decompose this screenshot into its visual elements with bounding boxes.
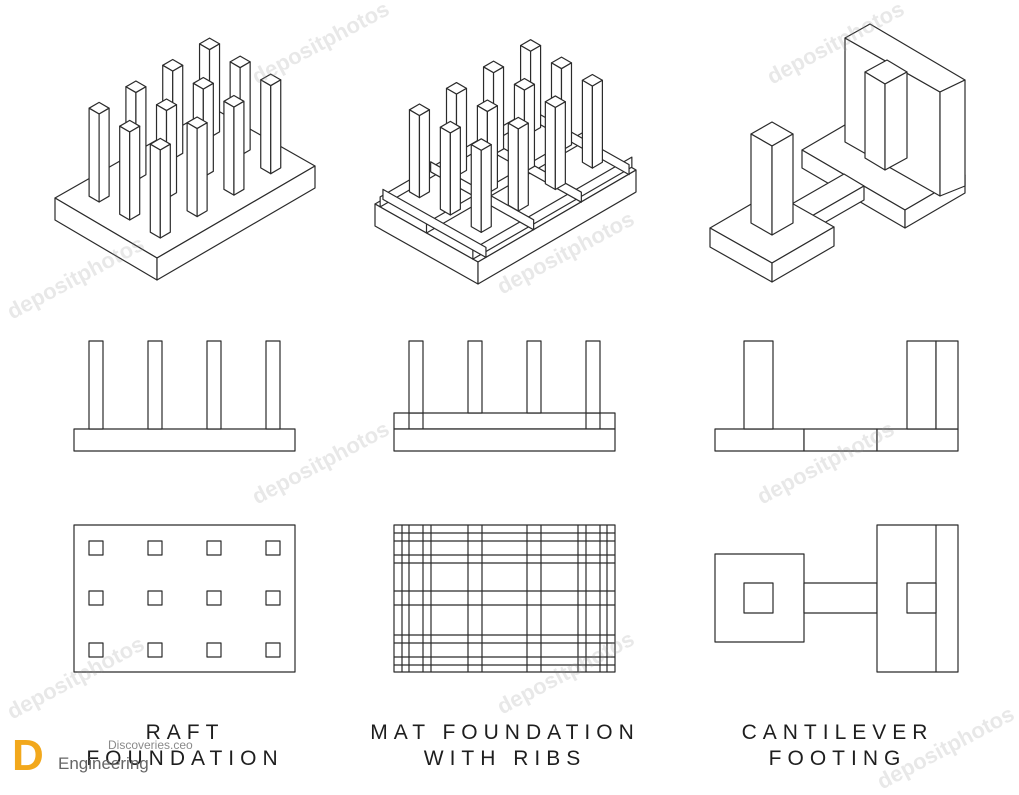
column-right: [554, 101, 566, 191]
raft-plan: [73, 524, 296, 673]
column-left: [581, 79, 593, 169]
column-square: [265, 540, 281, 556]
column-left: [260, 79, 272, 175]
logo-d-icon: D: [12, 731, 44, 780]
caption-cantilever-line2: FOOTING: [768, 747, 907, 770]
column-left: [186, 122, 198, 218]
caption-cantilever-line1: CANTILEVER: [741, 721, 934, 744]
column-square: [147, 642, 163, 658]
column-square: [206, 642, 222, 658]
column-left: [88, 107, 100, 203]
caption-cantilever: CANTILEVER FOOTING: [715, 720, 960, 772]
column-right: [98, 107, 110, 203]
column-left: [470, 144, 482, 233]
column-square: [206, 590, 222, 606]
column-left: [119, 125, 131, 221]
rib-beam: [382, 188, 487, 258]
caption-raft-line2: FOUNDATION: [86, 747, 284, 770]
column-square: [147, 540, 163, 556]
logo-small-text: Discoveries.ceo: [108, 738, 193, 752]
caption-mat: MAT FOUNDATION WITH RIBS: [350, 720, 660, 772]
caption-mat-line1: MAT FOUNDATION: [370, 721, 640, 744]
column-right: [159, 143, 171, 239]
column-right: [270, 79, 282, 175]
cantilever-elevation: [714, 340, 959, 452]
column-left: [439, 126, 451, 216]
engineering-discoveries-logo: D Discoveries.ceo Engineering: [6, 734, 236, 782]
column-right: [449, 126, 461, 216]
column-square: [147, 590, 163, 606]
column-right: [517, 122, 529, 212]
raft-isometric: [54, 37, 316, 281]
mat-elevation: [393, 340, 616, 452]
column-left: [507, 122, 519, 212]
caption-raft: RAFT FOUNDATION: [60, 720, 310, 772]
column-left: [223, 100, 235, 196]
caption-raft-line1: RAFT: [145, 721, 225, 744]
mat-plan: [393, 524, 616, 673]
rib-beam: [472, 156, 633, 260]
column-right: [480, 144, 492, 233]
column-right: [196, 122, 208, 218]
cantilever-plan: [714, 524, 959, 673]
mat-isometric: [374, 39, 637, 285]
cantilever-isometric: [709, 23, 966, 283]
column-square: [88, 540, 104, 556]
column-square: [265, 642, 281, 658]
logo-big-text: Engineering: [58, 754, 149, 773]
column-left: [408, 109, 421, 199]
column-right: [418, 109, 431, 199]
column-left: [544, 101, 556, 191]
column-square: [206, 540, 222, 556]
column-right: [233, 100, 245, 196]
raft-elevation: [73, 340, 296, 452]
column-square: [88, 590, 104, 606]
caption-mat-line2: WITH RIBS: [423, 747, 587, 770]
column-right: [129, 125, 141, 221]
column-square: [88, 642, 104, 658]
column-right: [591, 79, 603, 169]
column-left: [149, 143, 161, 239]
column-square: [265, 590, 281, 606]
